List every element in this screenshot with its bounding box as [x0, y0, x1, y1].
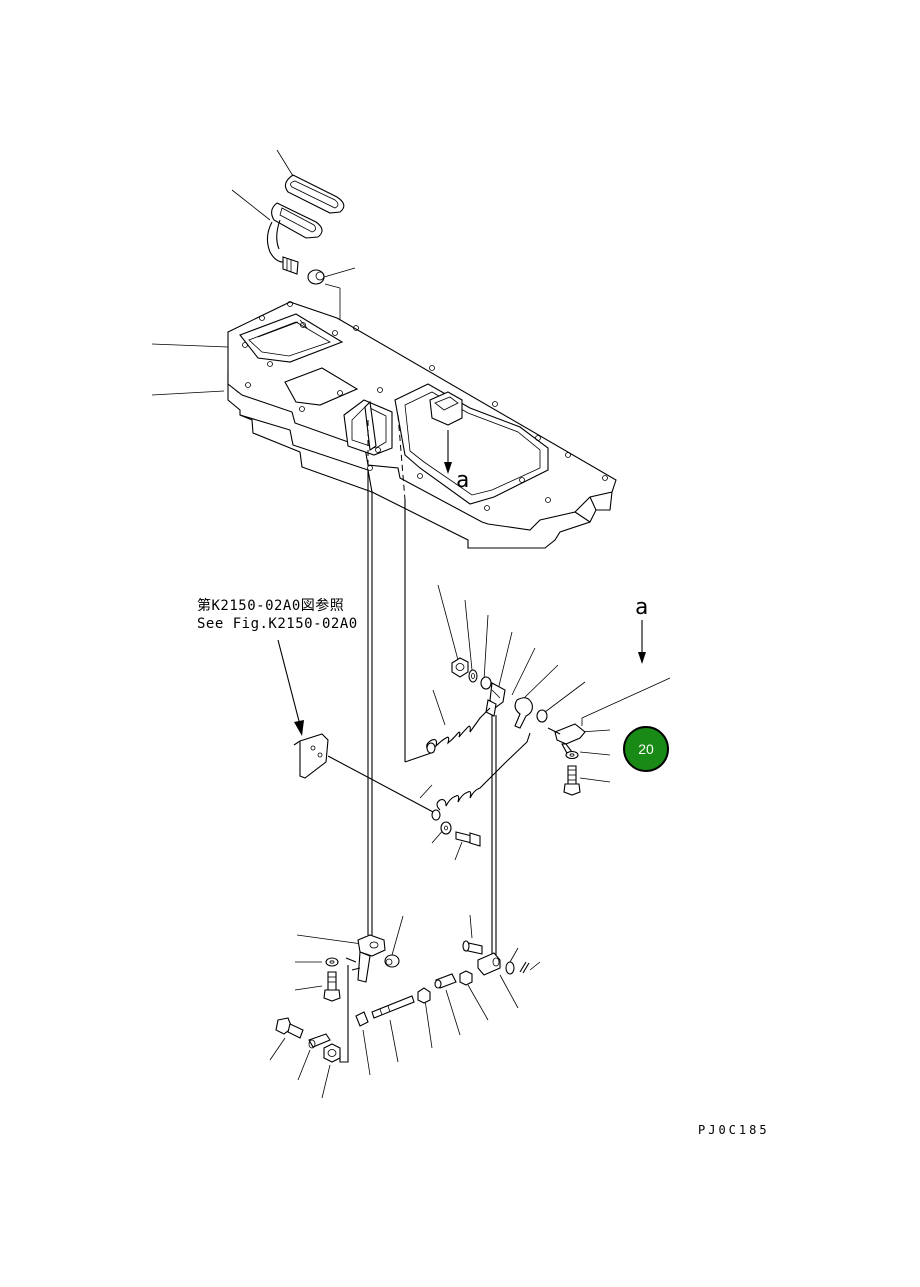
pin-lower-part	[462, 940, 483, 955]
reference-label-jp: 第K2150-02A0図参照	[197, 598, 345, 614]
bolt-right-part	[563, 765, 581, 796]
view-marker-right: a	[635, 595, 649, 620]
nut-lower-part	[323, 1043, 341, 1063]
joint-part	[485, 682, 506, 717]
lever-arm-part	[514, 697, 548, 729]
nut-small-part	[417, 987, 431, 1004]
callout-badge[interactable]: 20	[623, 726, 669, 772]
bolt-middle-part	[455, 831, 481, 847]
collar-part	[480, 676, 492, 690]
washer-clevis-part	[505, 961, 515, 975]
leader-lines-middle	[419, 584, 611, 861]
pin-left-part	[308, 1033, 331, 1049]
view-arrow-right	[581, 620, 671, 726]
leader-lines-bottom	[269, 914, 541, 1099]
turnbuckle-part	[434, 973, 457, 989]
clevis-part	[477, 952, 501, 976]
nut-small-2-part	[459, 970, 473, 986]
washer-right-part	[565, 750, 579, 760]
mounting-bracket-part	[293, 733, 329, 779]
bolt-lower-part	[323, 971, 341, 1002]
boot-cover-part	[284, 174, 345, 214]
washer-part	[468, 669, 478, 683]
reference-label-en: See Fig.K2150-02A0	[197, 616, 358, 632]
washer-lower-part	[325, 957, 339, 967]
floor-plate-part	[227, 301, 617, 549]
drawing-code: PJ0C185	[698, 1123, 770, 1137]
lower-lever-part	[339, 934, 386, 1063]
view-marker-upper: a	[456, 468, 470, 493]
rod-end-part	[355, 995, 415, 1027]
cotter-pin-part	[519, 961, 530, 974]
view-arrow-upper	[444, 430, 452, 474]
bolt-left-part	[275, 1017, 304, 1039]
lever-part	[266, 202, 323, 275]
spring-upper-part	[426, 707, 491, 754]
bushing-part	[307, 269, 325, 285]
bushing-lower-part	[384, 954, 400, 968]
bracket-part	[547, 723, 586, 756]
spring-lower-part	[327, 732, 531, 821]
rods	[367, 414, 497, 955]
reference-arrow	[277, 639, 304, 736]
washer-middle-part	[440, 821, 452, 835]
nut-part	[451, 657, 469, 678]
